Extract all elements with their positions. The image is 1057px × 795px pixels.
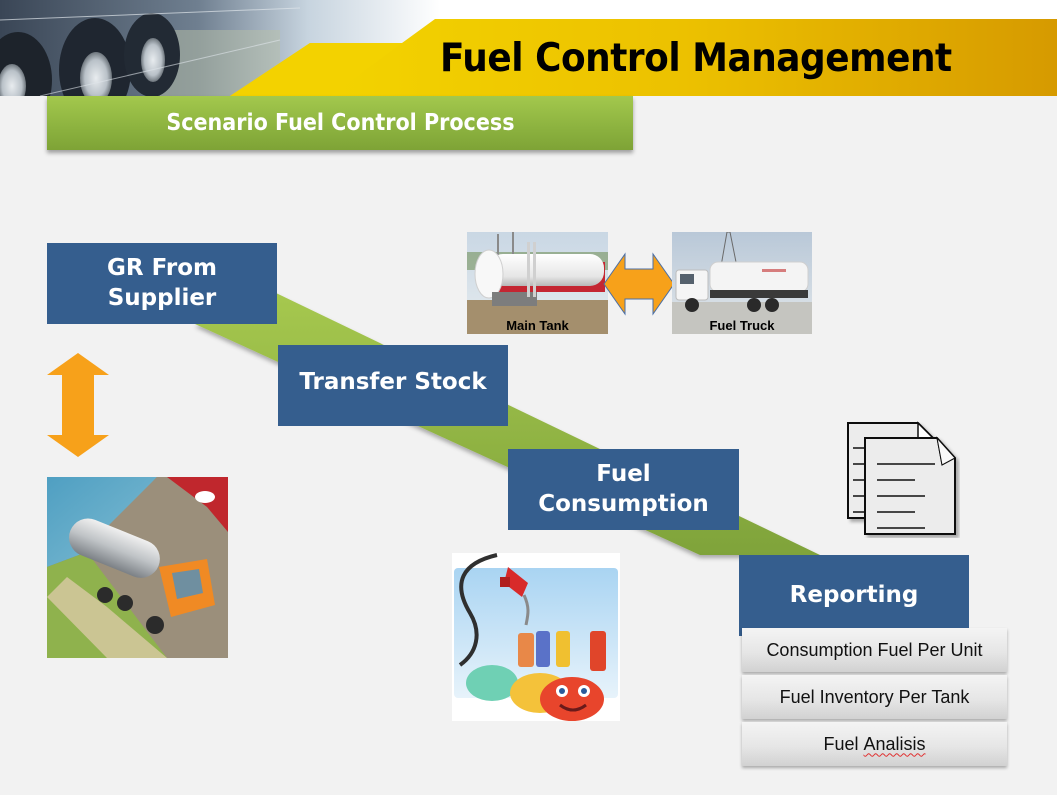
turtle-badge-icon: [195, 491, 215, 503]
wheel-icon: [124, 13, 180, 96]
fuel-truck-caption: Fuel Truck: [709, 318, 775, 333]
double-arrow-horizontal-icon: [603, 252, 675, 316]
fuel-nozzle-icon: [500, 567, 530, 626]
process-step-gr-from-supplier[interactable]: GR From Supplier: [47, 243, 277, 324]
process-step-transfer-stock[interactable]: Transfer Stock: [278, 345, 508, 426]
fuel-hose-icon: [458, 553, 498, 667]
report-label: Consumption Fuel Per Unit: [766, 639, 983, 660]
page-title: Fuel Control Management: [440, 36, 952, 81]
report-label-prefix: Fuel: [823, 733, 864, 754]
documents-icon: [847, 421, 956, 535]
wheel-icon: [0, 32, 52, 96]
step-label-line1: GR From: [107, 254, 217, 281]
step-label-line2: Consumption: [538, 490, 709, 517]
report-label-spellcheck-flagged: Analisis: [863, 733, 926, 754]
step-label-line1: Fuel: [596, 460, 651, 487]
process-step-reporting[interactable]: Reporting: [739, 555, 969, 636]
step-label: Reporting: [789, 581, 919, 608]
header-yellow-band: [230, 19, 1057, 96]
process-step-fuel-consumption[interactable]: Fuel Consumption: [508, 449, 739, 530]
double-arrow-vertical-icon: [47, 353, 109, 457]
step-label: Transfer Stock: [299, 368, 487, 395]
fuel-nozzle-cars-image: [452, 553, 620, 721]
main-tank-caption: Main Tank: [506, 318, 569, 333]
tanker-truck-icon: [69, 518, 215, 634]
step-label-line2: Supplier: [107, 284, 217, 311]
section-banner: Scenario Fuel Control Process: [47, 96, 633, 150]
report-fuel-inventory-per-tank-button[interactable]: Fuel Inventory Per Tank: [742, 675, 1007, 719]
report-fuel-analisis-button[interactable]: Fuel Analisis: [742, 722, 1007, 766]
fuel-truck-image: Fuel Truck: [672, 232, 812, 334]
cartoon-cars-icon: [466, 631, 606, 721]
main-tank-image: Main Tank: [467, 232, 608, 334]
section-title: Scenario Fuel Control Process: [165, 110, 515, 136]
report-label: Fuel Inventory Per Tank: [779, 686, 970, 707]
supplier-tanker-truck-image: [47, 477, 228, 658]
report-consumption-fuel-per-unit-button[interactable]: Consumption Fuel Per Unit: [742, 628, 1007, 672]
